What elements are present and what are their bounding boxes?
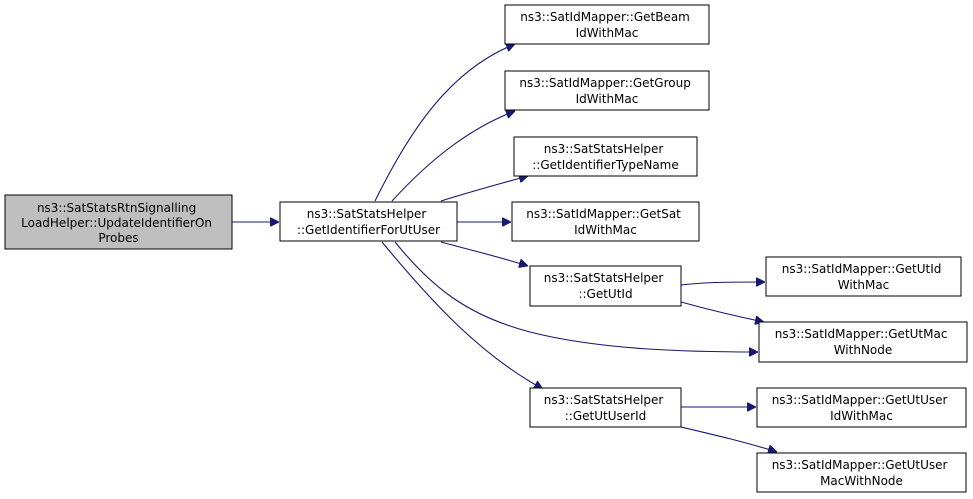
edge-getidentifierforutuser-to-getutid	[440, 241, 528, 266]
node-getutid[interactable]: ns3::SatStatsHelper ::GetUtId	[529, 265, 682, 307]
svg-text:ns3::SatStatsHelper ::Ge: ns3::SatStatsHelper ::GetUtUserId	[544, 393, 667, 423]
svg-text:ns3::SatStatsRtnSignalling: ns3::SatStatsRtnSignalling LoadHelper::U…	[21, 201, 216, 245]
node-root[interactable]: ns3::SatStatsRtnSignalling LoadHelper::U…	[4, 194, 233, 250]
edge-getidentifierforutuser-to-getidentifiertypename	[440, 176, 528, 202]
edge-getidentifierforutuser-to-getutuserid	[381, 241, 543, 390]
node-getidentifierforutuser[interactable]: ns3::SatStatsHelper ::GetIdentifierForUt…	[279, 201, 458, 242]
node-getutuseridwithmac[interactable]: ns3::SatIdMapper::GetUtUser IdWithMac	[756, 387, 967, 428]
node-getutidwithmac[interactable]: ns3::SatIdMapper::GetUtId WithMac	[765, 256, 962, 297]
node-getgroupidwithmac[interactable]: ns3::SatIdMapper::GetGroup IdWithMac	[504, 70, 710, 111]
node-getutusermacwithnode[interactable]: ns3::SatIdMapper::GetUtUser MacWithNode	[756, 452, 967, 493]
node-getutmacwithnode[interactable]: ns3::SatIdMapper::GetUtMac WithNode	[758, 321, 968, 363]
svg-text:ns3::SatStatsHelper ::Ge: ns3::SatStatsHelper ::GetUtId	[544, 271, 667, 301]
svg-text:ns3::SatIdMapper::GetBeam: ns3::SatIdMapper::GetBeam IdWithMac	[520, 10, 693, 40]
svg-text:ns3::SatIdMapper::GetUtUser: ns3::SatIdMapper::GetUtUser MacWithNode	[772, 458, 952, 488]
edges	[232, 44, 777, 452]
svg-text:ns3::SatIdMapper::GetGroup: ns3::SatIdMapper::GetGroup IdWithMac	[519, 76, 694, 106]
edge-getidentifierforutuser-to-getutmacwithnode	[394, 241, 758, 352]
edge-getidentifierforutuser-to-getbeamidwithmac	[374, 44, 515, 202]
node-getbeamidwithmac[interactable]: ns3::SatIdMapper::GetBeam IdWithMac	[504, 4, 710, 45]
svg-text:ns3::SatStatsHelper ::Ge: ns3::SatStatsHelper ::GetIdentifierTypeN…	[532, 142, 679, 172]
svg-text:ns3::SatIdMapper::GetSat: ns3::SatIdMapper::GetSat IdWithMac	[526, 207, 684, 237]
svg-text:ns3::SatIdMapper::GetUtUser: ns3::SatIdMapper::GetUtUser IdWithMac	[772, 393, 952, 423]
svg-text:ns3::SatIdMapper::GetUtId: ns3::SatIdMapper::GetUtId WithMac	[782, 262, 945, 292]
node-getutuserid[interactable]: ns3::SatStatsHelper ::GetUtUserId	[529, 387, 682, 428]
edge-getutid-to-getutmacwithnode	[680, 301, 764, 322]
edge-getidentifierforutuser-to-getgroupidwithmac	[391, 111, 515, 202]
node-getsatidwithmac[interactable]: ns3::SatIdMapper::GetSat IdWithMac	[511, 201, 700, 242]
edge-getutuserid-to-getutusermacwithnode	[680, 426, 777, 452]
svg-text:ns3::SatStatsHelper ::Ge: ns3::SatStatsHelper ::GetIdentifierForUt…	[297, 207, 440, 237]
edge-getutid-to-getutidwithmac	[680, 282, 765, 285]
node-getidentifiertypename[interactable]: ns3::SatStatsHelper ::GetIdentifierTypeN…	[513, 136, 698, 177]
svg-text:ns3::SatIdMapper::GetUtMac: ns3::SatIdMapper::GetUtMac WithNode	[775, 327, 952, 357]
